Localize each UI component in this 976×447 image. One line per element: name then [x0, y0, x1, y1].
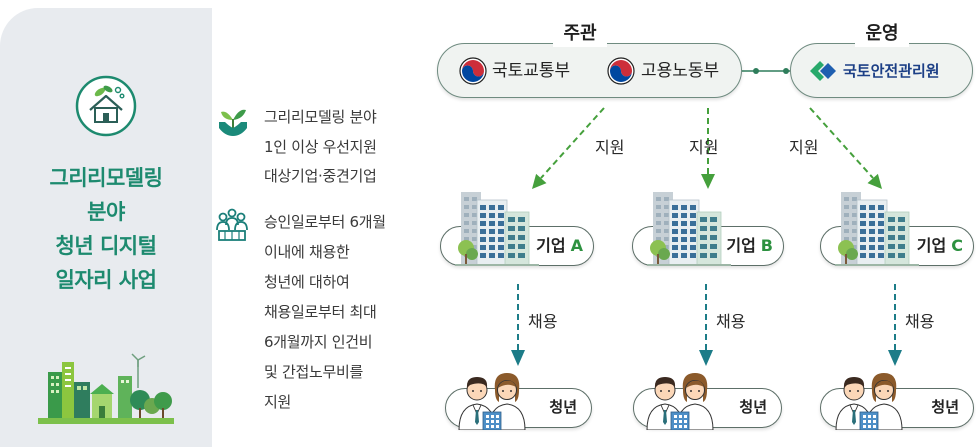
- ministry-name: 국토교통부: [492, 61, 571, 81]
- support-label: 지원: [789, 138, 819, 157]
- office-building-icon: [835, 188, 919, 267]
- info-block-support: 승인일로부터 6개월 이내에 채용한 청년에 대하여 채용일로부터 최대 6개월…: [264, 207, 386, 417]
- organizer-label: 주관: [553, 21, 607, 47]
- company-letter: B: [760, 236, 773, 255]
- young-workers-graphic: [835, 373, 903, 431]
- hire-label: 채용: [716, 312, 746, 331]
- government-emblem-graphic: [459, 57, 487, 85]
- program-title: 그리리모델링 분야 청년 디지털 일자리 사업: [0, 161, 212, 297]
- people-meeting-icon: [216, 208, 248, 242]
- kalis-logo-icon: [808, 57, 838, 85]
- green-city-icon: [38, 352, 174, 424]
- youth-label: 청년: [739, 398, 767, 416]
- young-workers-icon: [455, 368, 529, 431]
- info-line: 이내에 채용한: [264, 243, 350, 261]
- company-prefix: 기업: [916, 236, 947, 255]
- support-label: 지원: [595, 138, 625, 157]
- info-line: 및 간접노무비를: [264, 363, 363, 381]
- company-letter: A: [570, 236, 583, 255]
- company-prefix: 기업: [536, 236, 566, 255]
- support-label: 지원: [689, 138, 719, 157]
- organizer-operator-connector: [742, 68, 790, 74]
- operator-label: 운영: [855, 21, 909, 47]
- ministry-name: 고용노동부: [641, 61, 720, 81]
- hands-plant-icon: [217, 106, 249, 138]
- hire-arrow-b: [699, 284, 713, 366]
- hands-plant-graphic: [219, 109, 247, 136]
- company-letter: C: [951, 236, 963, 255]
- info-block-target: 그리리모델링 분야 1인 이상 우선지원 대상기업·중견기업: [264, 103, 377, 192]
- government-emblem-graphic: [607, 57, 635, 85]
- company-prefix: 기업: [726, 236, 756, 255]
- hire-label: 채용: [905, 312, 935, 331]
- eco-house-icon-graphic: [75, 75, 137, 137]
- info-line: 1인 이상 우선지원: [264, 137, 377, 156]
- office-building-graphic: [455, 192, 539, 267]
- office-building-icon: [455, 188, 539, 267]
- hire-arrow-c: [888, 284, 902, 366]
- support-arrow-c: [809, 107, 882, 189]
- office-building-graphic: [835, 192, 919, 267]
- young-workers-graphic: [646, 373, 714, 431]
- info-line: 승인일로부터 6개월: [264, 213, 386, 231]
- young-workers-icon: [643, 368, 717, 431]
- info-line: 청년에 대하여: [264, 273, 350, 291]
- title-line: 분야: [87, 200, 125, 224]
- young-workers-graphic: [458, 373, 526, 431]
- office-building-icon: [647, 188, 731, 267]
- info-line: 지원: [264, 393, 292, 411]
- green-city-graphic: [38, 353, 174, 424]
- hire-label: 채용: [528, 312, 558, 331]
- operator-name: 국토안전관리원: [843, 62, 940, 80]
- support-arrow-a: [532, 107, 605, 189]
- info-line: 대상기업·중견기업: [264, 167, 377, 185]
- people-meeting-graphic: [216, 208, 248, 241]
- young-workers-icon: [832, 368, 906, 431]
- info-line: 그리리모델링 분야: [264, 108, 377, 126]
- info-line: 6개월까지 인건비: [264, 333, 373, 351]
- government-emblem-icon: [459, 57, 487, 85]
- office-building-graphic: [647, 192, 731, 267]
- eco-house-icon: [75, 75, 137, 137]
- government-emblem-icon: [607, 57, 635, 85]
- info-line: 채용일로부터 최대: [264, 303, 377, 321]
- kalis-logo-graphic: [810, 61, 836, 81]
- youth-label: 청년: [931, 398, 959, 416]
- hire-arrow-a: [511, 284, 525, 366]
- title-line: 청년 디지털: [55, 234, 157, 258]
- support-arrow-b: [701, 108, 715, 189]
- left-panel: 그리리모델링 분야 청년 디지털 일자리 사업: [0, 8, 212, 447]
- title-line: 일자리 사업: [55, 268, 157, 292]
- youth-label: 청년: [549, 398, 577, 416]
- title-line: 그리리모델링: [49, 166, 163, 190]
